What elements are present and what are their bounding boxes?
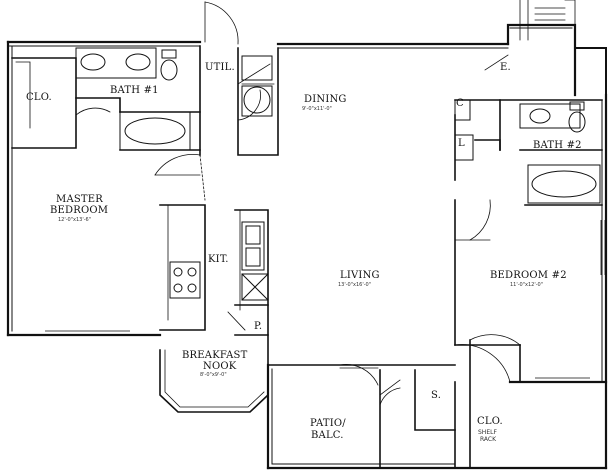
bedroom2-label: BEDROOM #2 bbox=[490, 270, 567, 281]
nook-label-2: NOOK bbox=[203, 361, 237, 372]
master-label-2: BEDROOM bbox=[50, 205, 109, 216]
nook-dim: 8'-0"x9'-0" bbox=[200, 372, 227, 378]
living-label: LIVING bbox=[340, 270, 380, 281]
dining-dim: 9'-0"x11'-0" bbox=[302, 106, 332, 112]
nook-label-1: BREAKFAST bbox=[182, 350, 248, 361]
shelf-label-2: RACK bbox=[480, 436, 497, 443]
c-closet-label: C bbox=[456, 98, 464, 109]
bath2-label: BATH #2 bbox=[533, 140, 582, 151]
l-closet-label: L bbox=[458, 138, 465, 149]
bedroom2-dim: 11'-0"x12'-0" bbox=[510, 282, 544, 288]
stair-rail bbox=[519, 0, 607, 96]
pantry-label: P. bbox=[254, 321, 263, 332]
master-label-1: MASTER bbox=[56, 194, 104, 205]
patio-label-1: PATIO/ bbox=[310, 418, 346, 429]
dining-label: DINING bbox=[304, 94, 347, 105]
util-label: UTIL. bbox=[205, 62, 235, 73]
shelf-label-1: SHELF bbox=[478, 429, 497, 436]
fixtures bbox=[75, 47, 601, 301]
living-dim: 13'-0"x16'-0" bbox=[338, 282, 372, 288]
closet-b2-label: CLO. bbox=[477, 416, 503, 427]
storage-label: S. bbox=[431, 390, 442, 401]
exterior-walls bbox=[6, 23, 608, 470]
patio-label-2: BALC. bbox=[311, 430, 344, 441]
windows bbox=[45, 220, 606, 413]
e-closet-label: E. bbox=[500, 62, 511, 73]
closet-master-label: CLO. bbox=[26, 92, 52, 103]
bath1-label: BATH #1 bbox=[110, 85, 159, 96]
master-dim: 12'-0"x13'-6" bbox=[58, 217, 92, 223]
doors bbox=[75, 1, 521, 406]
kit-label: KIT. bbox=[208, 254, 229, 265]
